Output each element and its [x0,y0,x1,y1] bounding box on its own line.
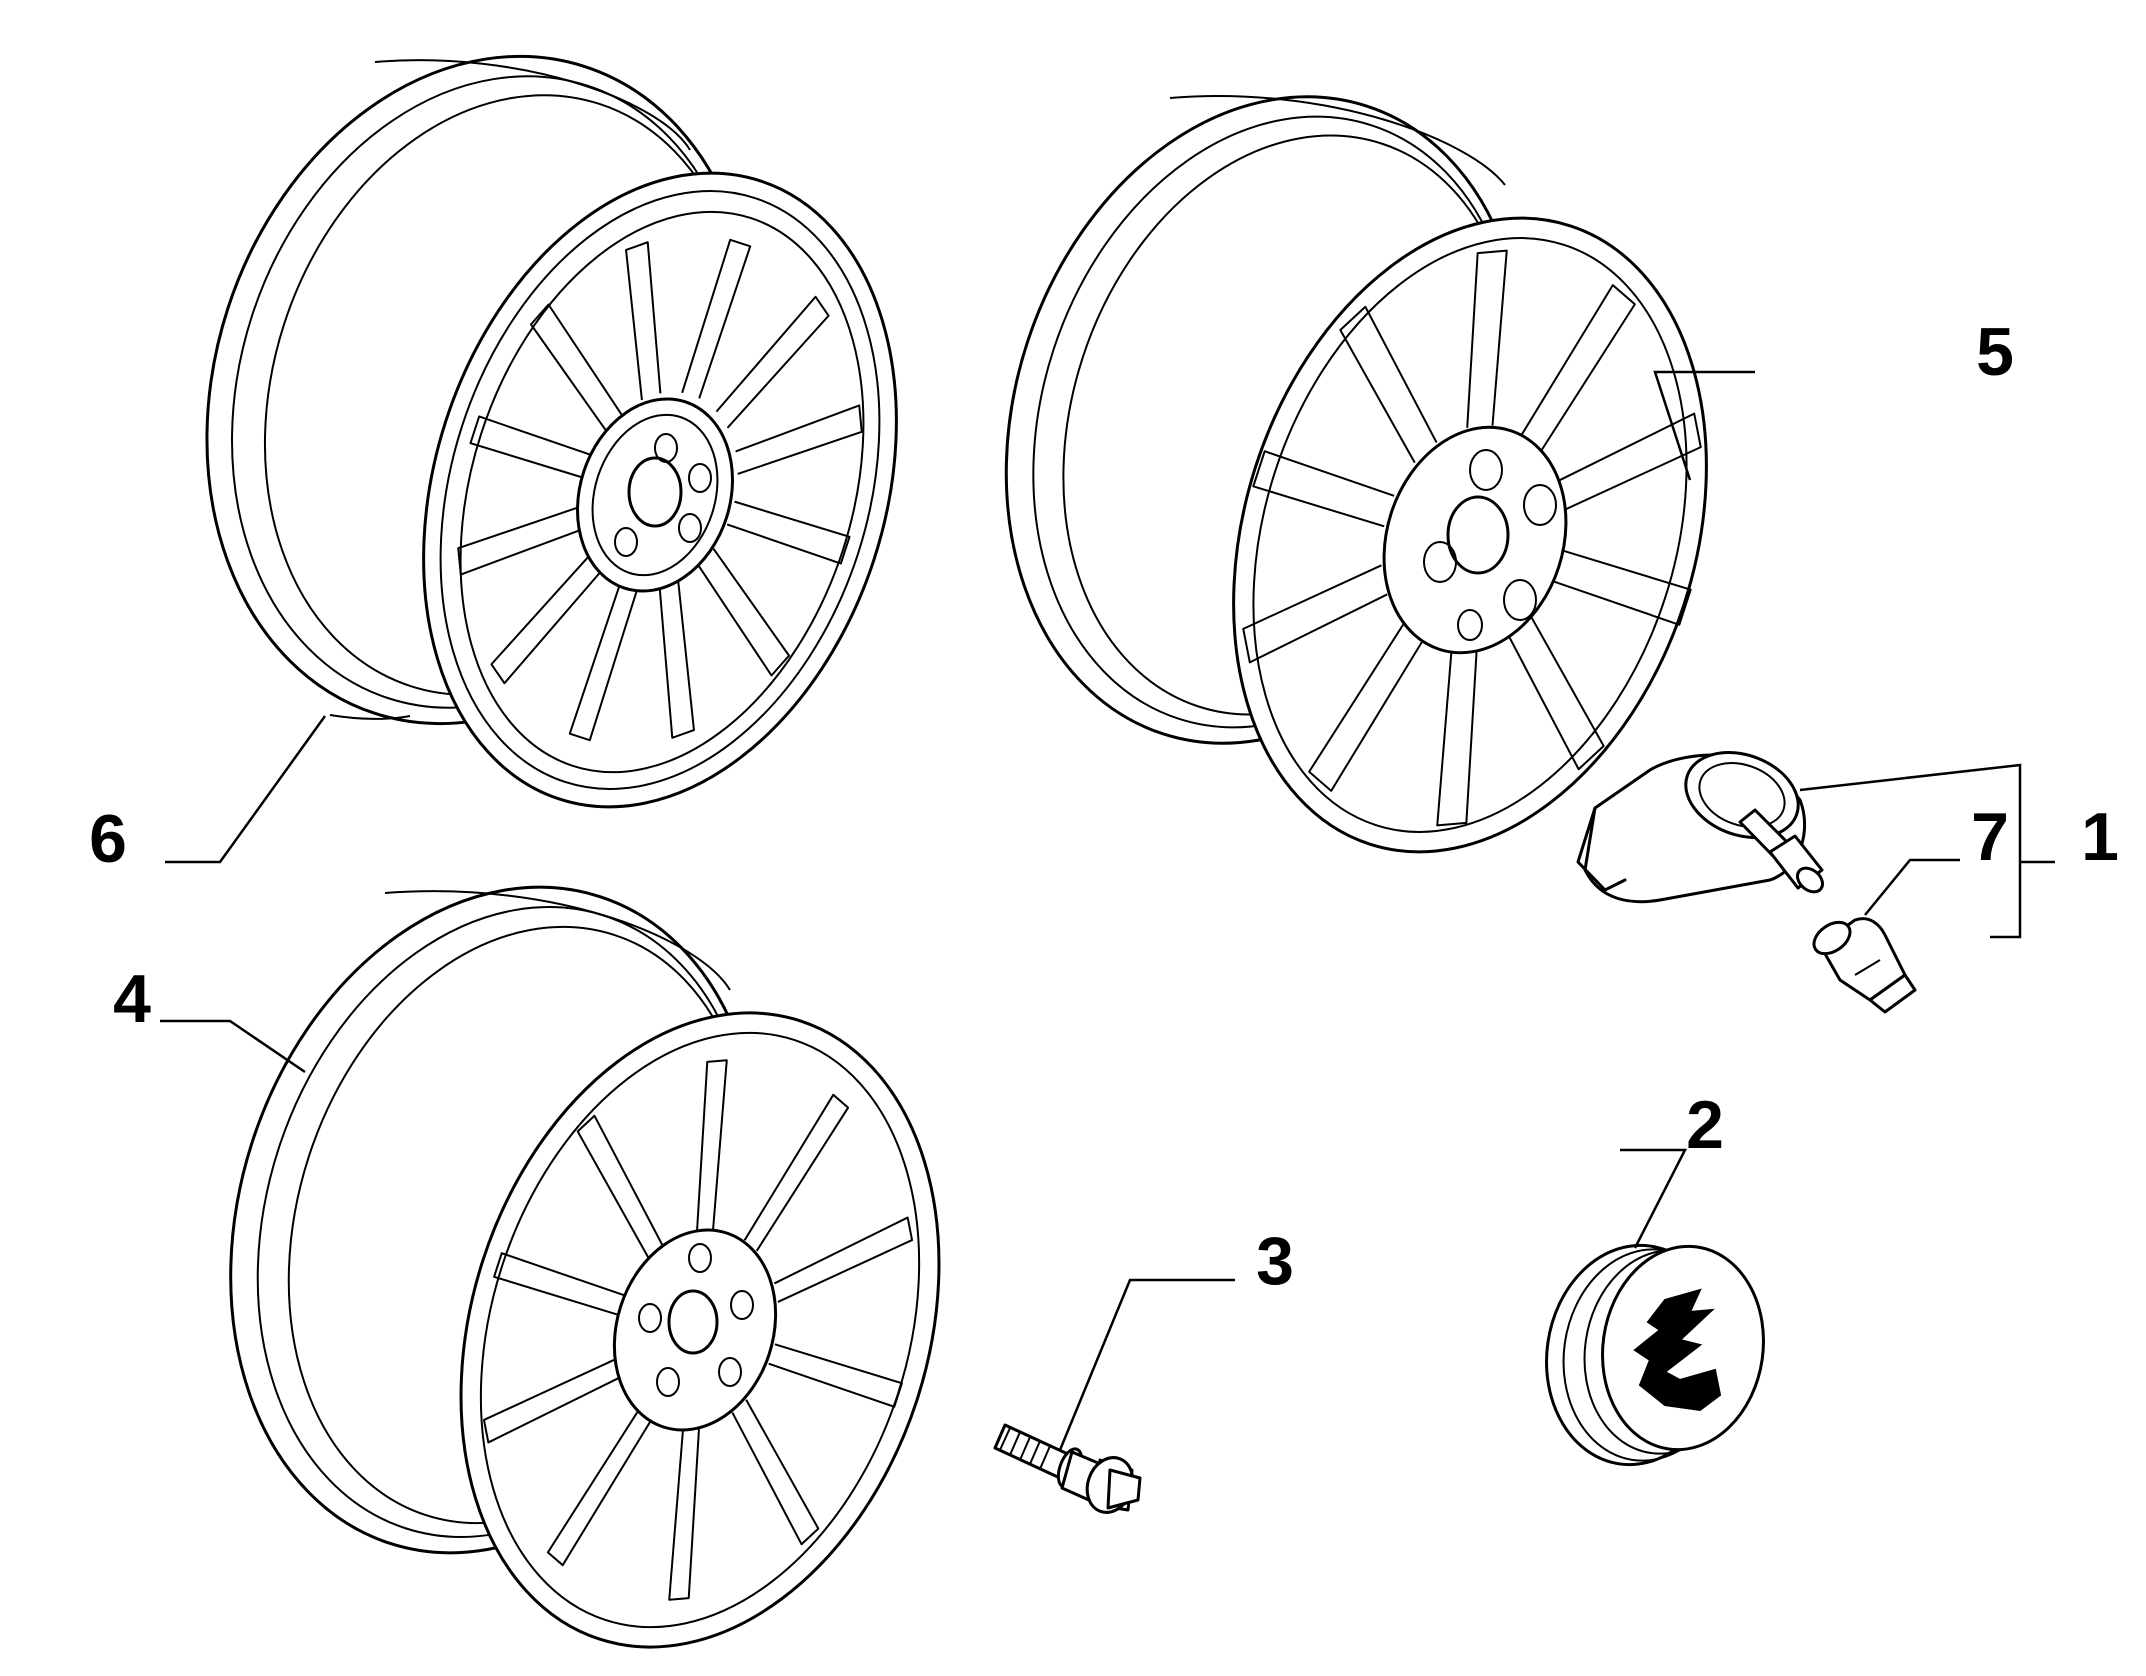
leader-5 [1653,370,1755,481]
wheel-bolt[interactable] [993,1423,1142,1519]
wheel-spoke [668,1428,700,1601]
callout-label-4: 4 [113,961,151,1037]
callout-label-5: 5 [1976,314,2014,390]
valve-cap[interactable] [1808,916,1917,1014]
leader-2 [1620,1148,1688,1249]
wheel-spoke [696,1059,728,1232]
wheel-spoke [743,1093,850,1252]
wheel-spoke [576,1114,665,1261]
wheel-spoke [469,415,594,480]
wheel-spoke [482,1357,623,1444]
wheel-spoke [568,581,639,742]
callout-labels: 6 5 4 3 2 7 1 [89,314,2119,1299]
wheel-spoke [735,404,863,475]
leader-3 [1058,1278,1235,1451]
wheel-spoke [768,1343,903,1408]
callout-label-3: 3 [1256,1223,1294,1299]
callout-label-7: 7 [1971,799,2009,875]
callout-label-2: 2 [1686,1087,1724,1163]
wheel-spoke [1252,450,1395,528]
wheel-spoke [697,548,791,677]
leader-1-bracket [1799,763,2022,939]
wheel-spoke [490,551,605,685]
wheel-spoke [546,1408,653,1567]
wheel-spoke [1466,249,1508,428]
leader-4 [160,1019,306,1074]
wheel-spoke [1242,564,1388,664]
wheel-spoke [726,500,851,565]
scorpion-emblem [1633,1288,1722,1412]
wheel-spoke [1549,548,1692,626]
leader-7 [1864,858,1960,916]
wheel-spoke [625,241,662,401]
wheel-spoke [1308,623,1424,792]
wheel-spoke [731,1399,820,1546]
wheel-spoke [715,295,830,429]
tyre-pressure-sensor[interactable] [1576,738,1827,904]
leader-lines [160,370,2055,1451]
wheel-spoke [1520,284,1636,453]
wheel-spoke [1506,612,1605,771]
multi-spoke-wheel[interactable] [123,0,975,869]
wheel-spoke [1436,648,1478,827]
wheel-spoke [493,1252,628,1317]
wheel-spoke [1556,412,1702,512]
five-spoke-wheel[interactable] [147,818,1017,1676]
leader-6 [165,715,327,864]
wheel-spoke [457,505,585,576]
wheel-spoke [658,579,695,739]
wheel-spoke [1339,305,1438,464]
callout-label-1: 1 [2081,799,2119,875]
hub-cap[interactable] [1533,1234,1777,1476]
wheel-spoke [773,1216,914,1303]
y-spoke-wheel[interactable] [925,29,1784,914]
wheel-spoke [681,238,752,399]
callout-label-6: 6 [89,801,127,877]
wheel-spoke [529,303,623,432]
